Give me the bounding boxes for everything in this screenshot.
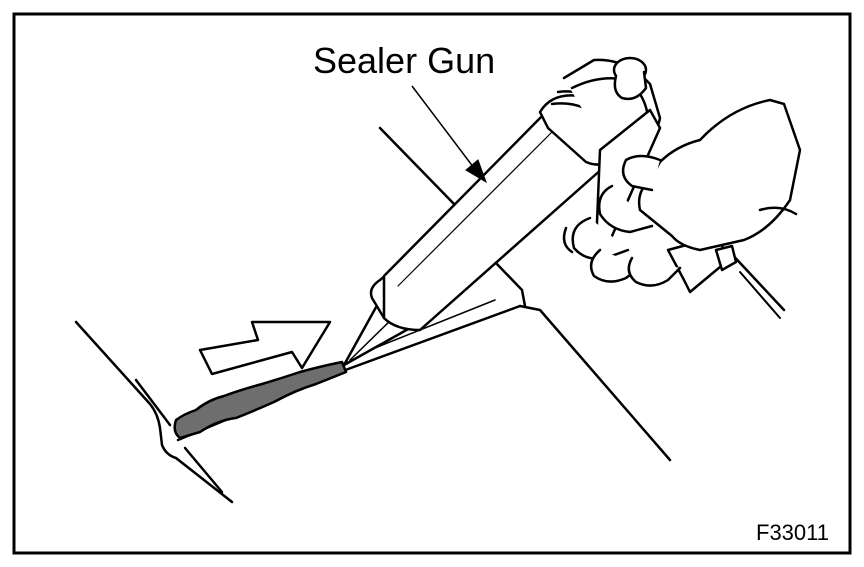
- figure-code: F33011: [756, 520, 829, 545]
- callout-label: Sealer Gun: [313, 40, 495, 81]
- sealer-bead: [173, 360, 348, 440]
- operator-hand: [562, 98, 802, 287]
- direction-arrow: [198, 320, 332, 376]
- figure-border: [12, 12, 852, 555]
- sealer-gun: [342, 56, 738, 367]
- callout-leader: [411, 85, 487, 184]
